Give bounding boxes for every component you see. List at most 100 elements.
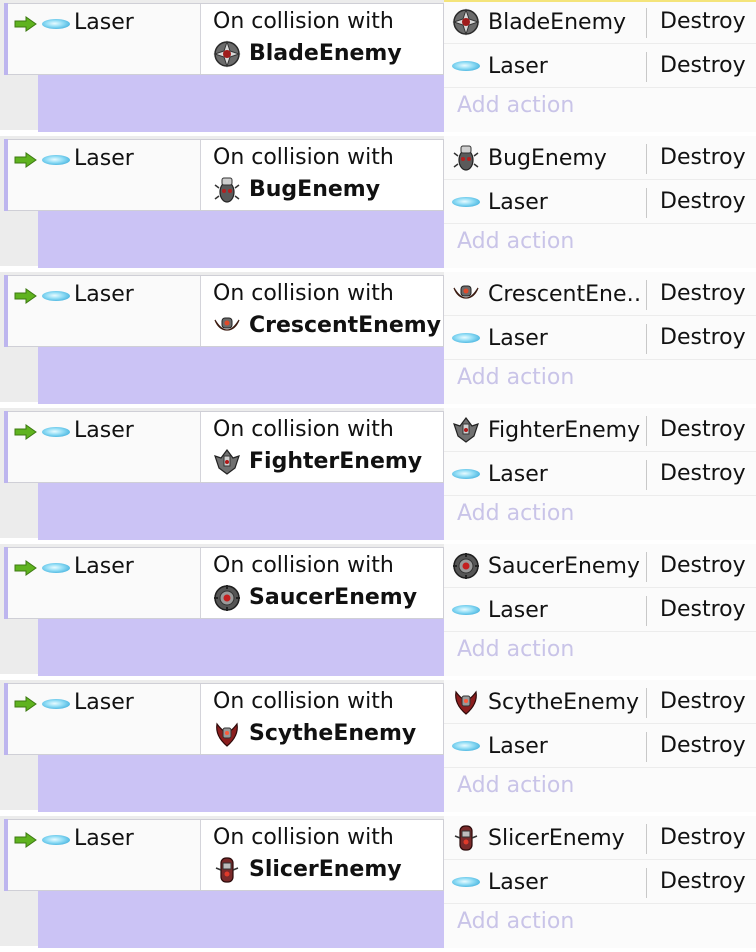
scythe-enemy-icon <box>452 688 480 716</box>
event-block[interactable]: Laser On collision with BladeEnemy Blade… <box>0 0 756 136</box>
action-label: Destroy <box>660 53 746 78</box>
condition-object[interactable]: Laser <box>8 140 200 210</box>
action-row[interactable]: CrescentEne… Destroy <box>444 272 756 316</box>
divider <box>646 8 647 38</box>
trigger-arrow-icon <box>14 424 37 440</box>
event-selection-area[interactable] <box>38 891 444 948</box>
event-block[interactable]: Laser On collision with SlicerEnemy Slic… <box>0 816 756 952</box>
condition-text: On collision with <box>213 145 394 170</box>
action-object-label: Laser <box>488 325 548 351</box>
event-selection-area[interactable] <box>38 75 444 132</box>
condition[interactable]: On collision with SlicerEnemy <box>200 820 443 890</box>
event-margin[interactable] <box>4 275 8 347</box>
event-block[interactable]: Laser On collision with BugEnemy BugEnem… <box>0 136 756 272</box>
actions-column: ScytheEnemy Destroy Laser Destroy Add ac… <box>444 680 756 812</box>
condition-object[interactable]: Laser <box>8 412 200 482</box>
divider <box>646 416 647 446</box>
bug-enemy-icon <box>452 144 480 172</box>
add-action-link[interactable]: Add action <box>457 909 575 934</box>
action-object: Laser <box>452 44 642 88</box>
action-label: Destroy <box>660 145 746 170</box>
condition-object-label: Laser <box>74 554 134 579</box>
condition-object[interactable]: Laser <box>8 4 200 74</box>
action-row[interactable]: Laser Destroy <box>444 588 756 632</box>
laser-icon <box>42 427 70 437</box>
actions-column: SaucerEnemy Destroy Laser Destroy Add ac… <box>444 544 756 676</box>
condition-object[interactable]: Laser <box>8 548 200 618</box>
divider <box>646 688 647 718</box>
trigger-arrow-icon <box>14 16 37 32</box>
condition[interactable]: On collision with FighterEnemy <box>200 412 443 482</box>
action-row[interactable]: Laser Destroy <box>444 860 756 904</box>
action-row[interactable]: FighterEnemy Destroy <box>444 408 756 452</box>
condition-target-label: CrescentEnemy <box>249 313 442 338</box>
laser-icon <box>42 291 70 301</box>
condition-text: On collision with <box>213 825 394 850</box>
event-margin[interactable] <box>4 139 8 211</box>
event-selection-area[interactable] <box>38 483 444 540</box>
action-object-label: Laser <box>488 189 548 215</box>
action-object-label: FighterEnemy <box>488 417 641 443</box>
event-block[interactable]: Laser On collision with SaucerEnemy Sauc… <box>0 544 756 680</box>
add-action-link[interactable]: Add action <box>457 501 575 526</box>
action-row[interactable]: BladeEnemy Destroy <box>444 0 756 44</box>
add-action-link[interactable]: Add action <box>457 637 575 662</box>
action-object: BugEnemy <box>452 136 642 180</box>
condition-object[interactable]: Laser <box>8 684 200 754</box>
condition-target: SaucerEnemy <box>213 583 417 613</box>
action-row[interactable]: SlicerEnemy Destroy <box>444 816 756 860</box>
condition[interactable]: On collision with BladeEnemy <box>200 4 443 74</box>
condition-object-label: Laser <box>74 418 134 443</box>
condition[interactable]: On collision with BugEnemy <box>200 140 443 210</box>
condition-object-label: Laser <box>74 146 134 171</box>
laser-icon <box>42 563 70 573</box>
action-row[interactable]: Laser Destroy <box>444 44 756 88</box>
event-margin[interactable] <box>4 683 8 755</box>
fighter-enemy-icon <box>452 416 480 444</box>
condition-target-label: SaucerEnemy <box>249 585 418 610</box>
action-label: Destroy <box>660 733 746 758</box>
condition[interactable]: On collision with CrescentEnemy <box>200 276 443 346</box>
action-object-label: Laser <box>488 53 548 79</box>
condition-object[interactable]: Laser <box>8 276 200 346</box>
condition-target: ScytheEnemy <box>213 719 416 749</box>
event-selection-area[interactable] <box>38 211 444 268</box>
add-action-link[interactable]: Add action <box>457 365 575 390</box>
action-object-label: Laser <box>488 869 548 895</box>
action-row[interactable]: BugEnemy Destroy <box>444 136 756 180</box>
action-object-label: Laser <box>488 597 548 623</box>
action-row[interactable]: SaucerEnemy Destroy <box>444 544 756 588</box>
action-object: Laser <box>452 180 642 224</box>
condition-text: On collision with <box>213 689 394 714</box>
add-action-link[interactable]: Add action <box>457 773 575 798</box>
add-action-link[interactable]: Add action <box>457 229 575 254</box>
action-row[interactable]: Laser Destroy <box>444 316 756 360</box>
action-object-label: BugEnemy <box>488 145 607 171</box>
condition-target-label: BladeEnemy <box>249 41 402 66</box>
divider <box>646 144 647 174</box>
event-margin[interactable] <box>4 411 8 483</box>
action-row[interactable]: Laser Destroy <box>444 452 756 496</box>
action-row[interactable]: ScytheEnemy Destroy <box>444 680 756 724</box>
action-row[interactable]: Laser Destroy <box>444 724 756 768</box>
event-selection-area[interactable] <box>38 619 444 676</box>
action-object-label: CrescentEne… <box>488 281 642 307</box>
event-margin[interactable] <box>4 547 8 619</box>
condition-target-label: ScytheEnemy <box>249 721 417 746</box>
condition[interactable]: On collision with ScytheEnemy <box>200 684 443 754</box>
event-block[interactable]: Laser On collision with CrescentEnemy Cr… <box>0 272 756 408</box>
event-selection-area[interactable] <box>38 347 444 404</box>
action-object: Laser <box>452 452 642 496</box>
event-block[interactable]: Laser On collision with ScytheEnemy Scyt… <box>0 680 756 816</box>
event-margin[interactable] <box>4 819 8 891</box>
add-action-link[interactable]: Add action <box>457 93 575 118</box>
event-margin[interactable] <box>4 3 8 75</box>
event-selection-area[interactable] <box>38 755 444 812</box>
action-row[interactable]: Laser Destroy <box>444 180 756 224</box>
condition[interactable]: On collision with SaucerEnemy <box>200 548 443 618</box>
event-block[interactable]: Laser On collision with FighterEnemy Fig… <box>0 408 756 544</box>
condition-target: SlicerEnemy <box>213 855 402 885</box>
action-object: Laser <box>452 860 642 904</box>
condition-object[interactable]: Laser <box>8 820 200 890</box>
